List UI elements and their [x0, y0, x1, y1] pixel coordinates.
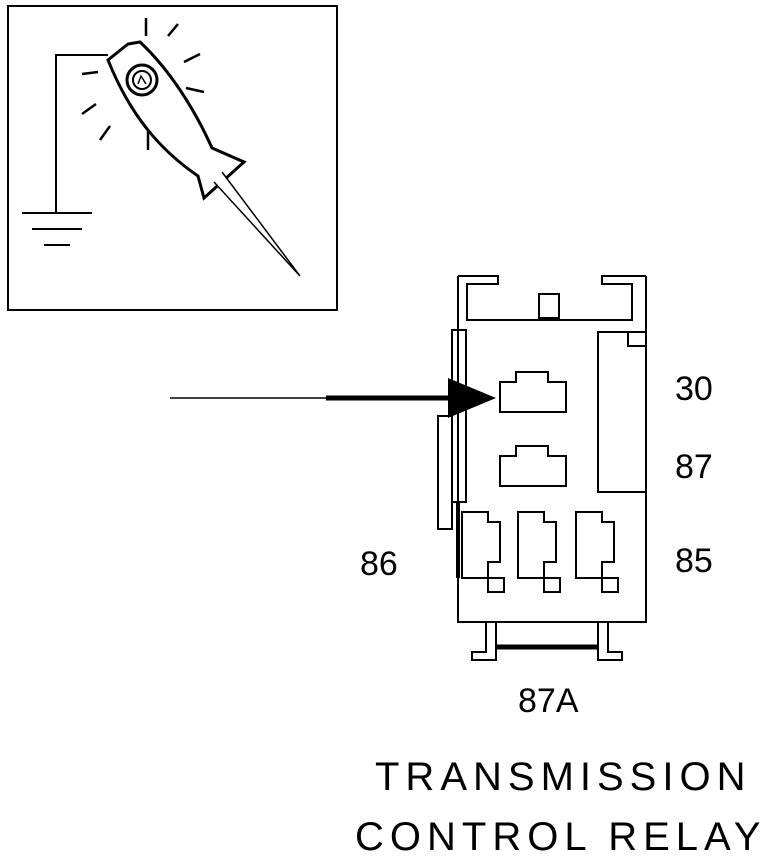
pin-label-86: 86 [360, 545, 398, 583]
relay-connector [437, 275, 647, 661]
inset-frame [7, 5, 338, 311]
pin-label-30: 30 [675, 370, 713, 408]
test-light-inset [7, 5, 338, 311]
caption-line-1: TRANSMISSION [375, 755, 751, 799]
terminal-85-slot [575, 511, 615, 579]
probe-pointer-arrow [170, 378, 496, 418]
terminal-87-slot [499, 445, 567, 487]
pin-label-87a: 87A [518, 682, 579, 720]
test-light-probe-icon [81, 18, 301, 277]
pin-label-87: 87 [675, 448, 713, 486]
terminal-86-slot [461, 511, 501, 579]
pin-label-85: 85 [675, 542, 713, 580]
ground-symbol-icon [22, 54, 108, 246]
terminal-30-slot [499, 371, 567, 413]
caption-line-2: CONTROL RELAY [355, 815, 766, 859]
arrow-head-icon [448, 378, 496, 418]
terminal-87a-slot [517, 511, 557, 579]
